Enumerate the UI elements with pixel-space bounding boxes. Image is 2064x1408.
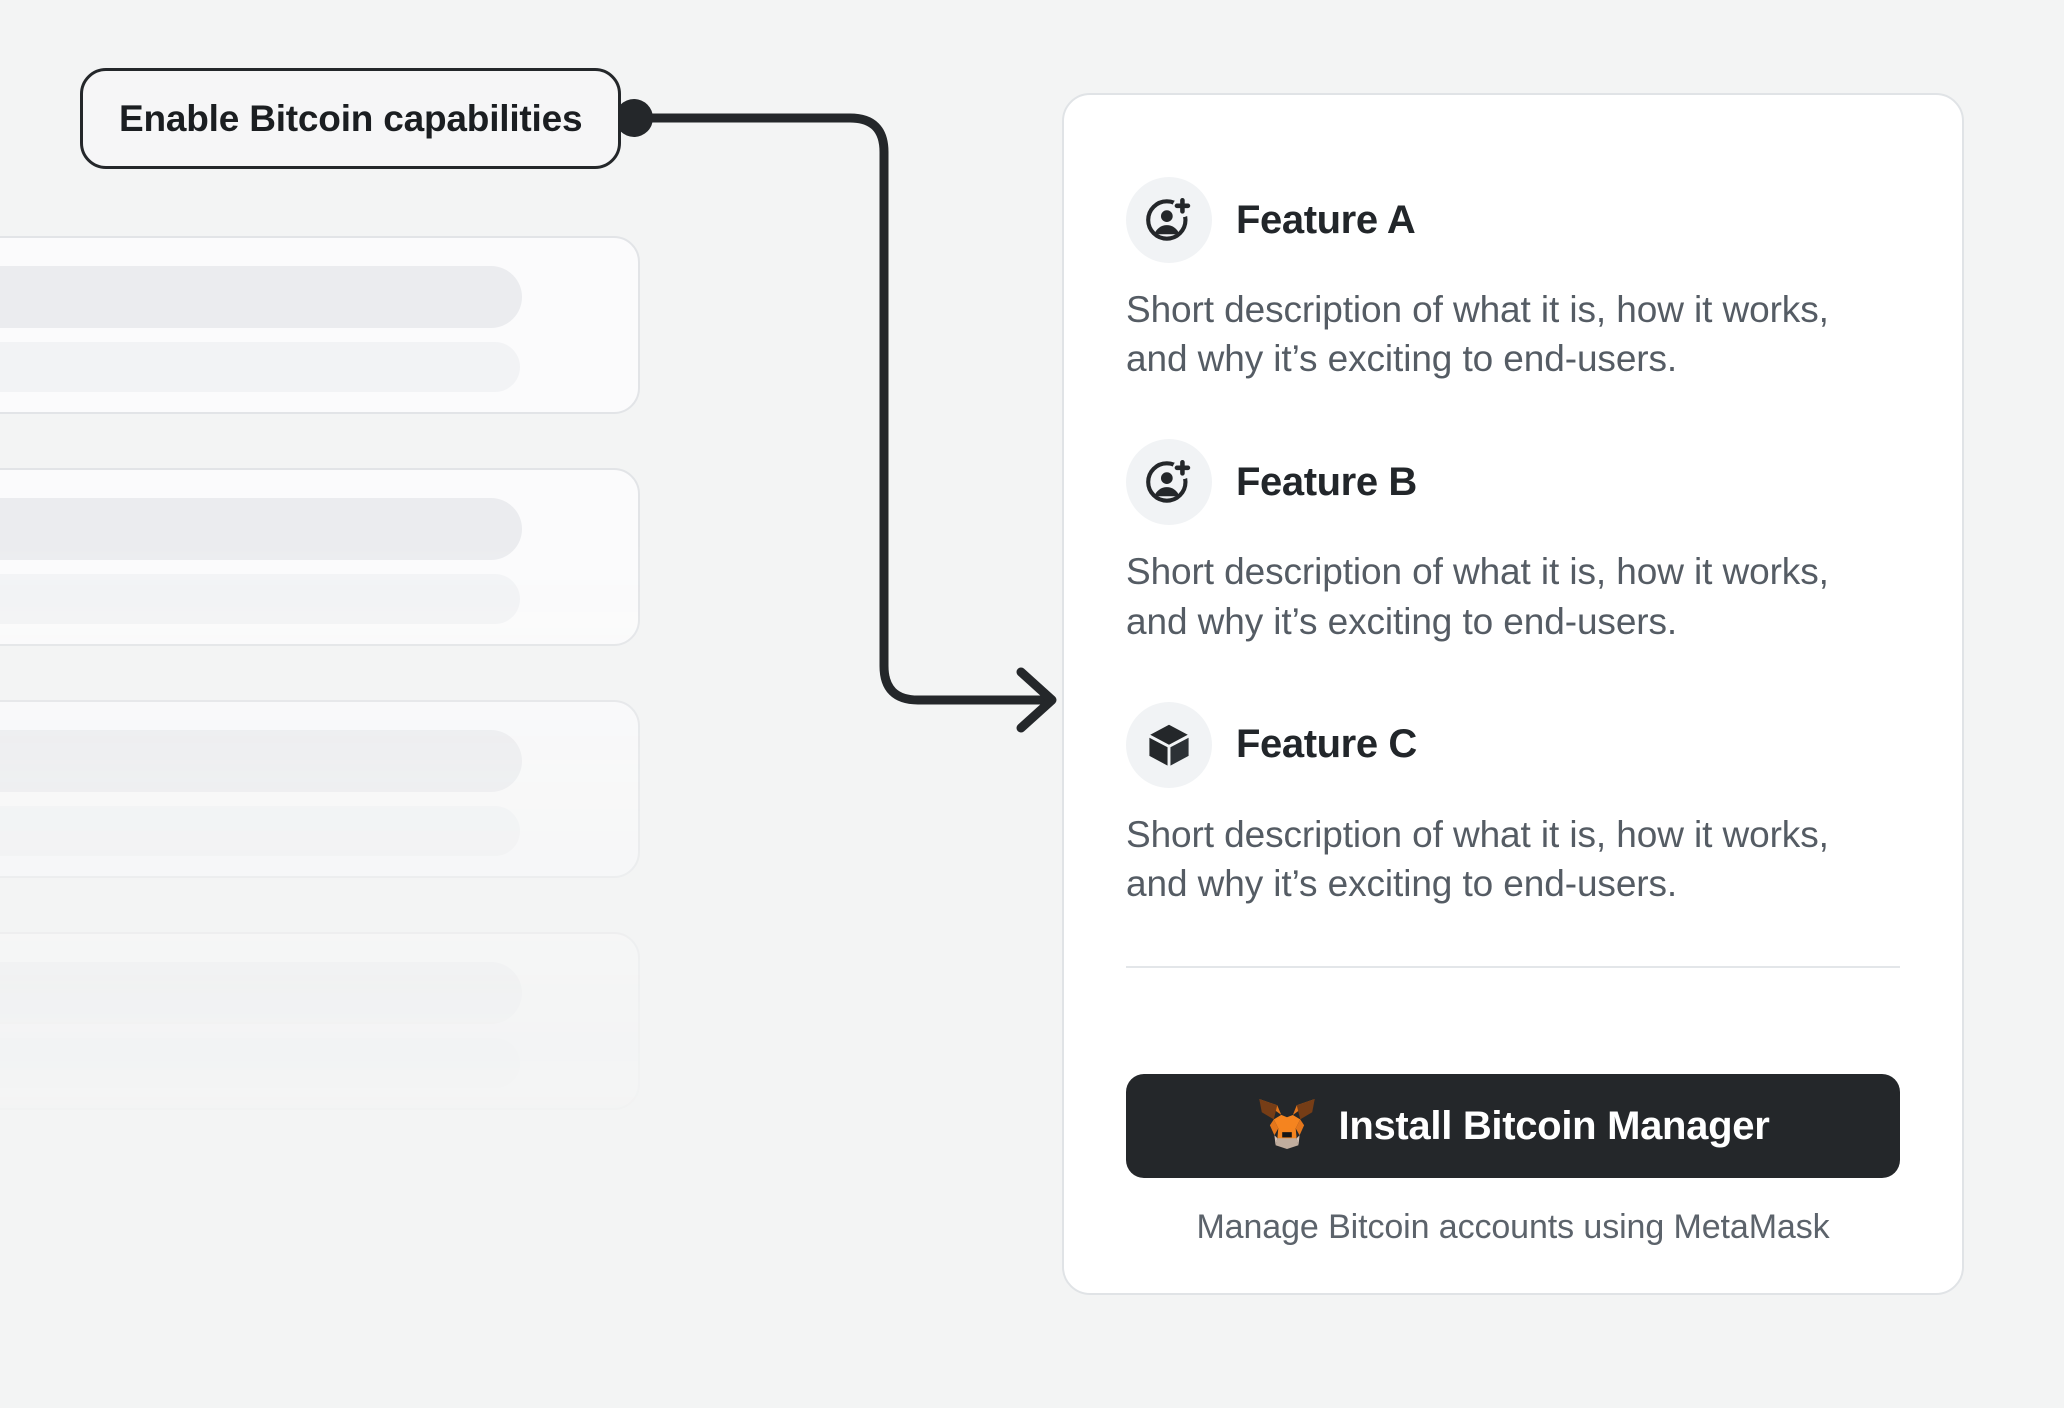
annotation-label-pill[interactable]: Enable Bitcoin capabilities: [80, 68, 622, 169]
skeleton-bar-secondary: [0, 574, 520, 624]
card-footer: Install Bitcoin Manager Manage Bitcoin a…: [1064, 1022, 1962, 1293]
background-skeleton-list: [0, 236, 640, 1408]
feature-item-c: Feature C Short description of what it i…: [1126, 701, 1900, 908]
skeleton-bar-primary: [0, 1194, 522, 1256]
install-bitcoin-manager-button[interactable]: Install Bitcoin Manager: [1126, 1074, 1900, 1178]
skeleton-bar-secondary: [0, 1038, 520, 1088]
install-caption: Manage Bitcoin accounts using MetaMask: [1196, 1208, 1830, 1246]
skeleton-card: [0, 468, 640, 646]
feature-item-b: Feature B Short description of what it i…: [1126, 439, 1900, 645]
arrow-right-icon: [1016, 667, 1057, 733]
skeleton-card: [0, 700, 640, 878]
feature-item-a: Feature A Short description of what it i…: [1126, 177, 1900, 383]
feature-header: Feature C: [1126, 701, 1900, 788]
skeleton-bar-primary: [0, 266, 522, 328]
features-list: Feature A Short description of what it i…: [1064, 95, 1962, 1022]
footer-divider: [1126, 966, 1900, 969]
connector-path: [629, 113, 1055, 705]
add-account-icon: [1126, 177, 1212, 263]
feature-title: Feature C: [1236, 722, 1417, 767]
install-button-label: Install Bitcoin Manager: [1338, 1103, 1770, 1148]
skeleton-card: [0, 236, 640, 414]
metamask-fox-icon: [1257, 1097, 1317, 1155]
skeleton-bar-secondary: [0, 806, 520, 856]
bitcoin-capabilities-card: Feature A Short description of what it i…: [1062, 93, 1964, 1295]
skeleton-card: [0, 1164, 640, 1342]
feature-title: Feature A: [1236, 197, 1416, 242]
cube-icon: [1126, 701, 1212, 788]
feature-title: Feature B: [1236, 459, 1417, 504]
skeleton-bar-primary: [0, 498, 522, 560]
feature-description: Short description of what it is, how it …: [1126, 813, 1829, 905]
feature-header: Feature A: [1126, 177, 1900, 263]
feature-description: Short description of what it is, how it …: [1126, 289, 1829, 380]
skeleton-card: [0, 932, 640, 1110]
annotation-label-text: Enable Bitcoin capabilities: [119, 97, 583, 139]
skeleton-bar-primary: [0, 962, 522, 1024]
feature-header: Feature B: [1126, 439, 1900, 526]
feature-description: Short description of what it is, how it …: [1126, 551, 1829, 642]
skeleton-bar-primary: [0, 730, 522, 792]
skeleton-bar-secondary: [0, 342, 520, 392]
skeleton-bar-secondary: [0, 1270, 520, 1320]
add-account-icon: [1126, 439, 1212, 526]
